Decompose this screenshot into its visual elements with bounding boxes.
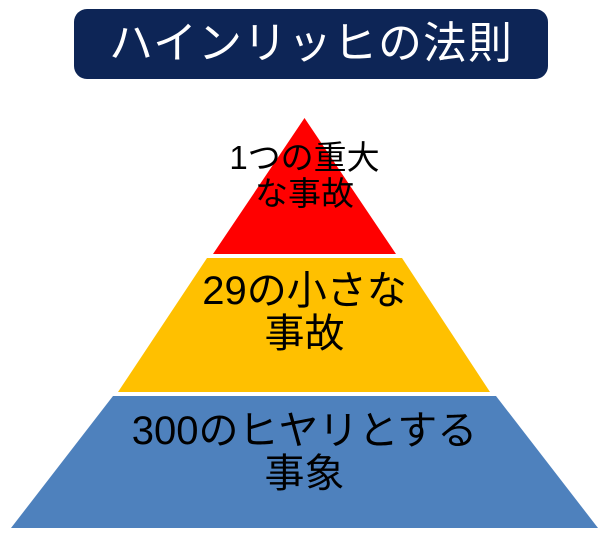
pyramid-tier-base-shape bbox=[11, 396, 598, 528]
pyramid-tier-middle bbox=[0, 254, 609, 399]
title-banner: ハインリッヒの法則 bbox=[74, 9, 548, 79]
pyramid-tier-top-shape bbox=[213, 118, 396, 254]
pyramid-tier-top bbox=[0, 112, 609, 260]
page-title: ハインリッヒの法則 bbox=[108, 19, 514, 68]
pyramid-tier-base bbox=[0, 392, 609, 534]
pyramid-tier-middle-shape bbox=[118, 258, 490, 392]
